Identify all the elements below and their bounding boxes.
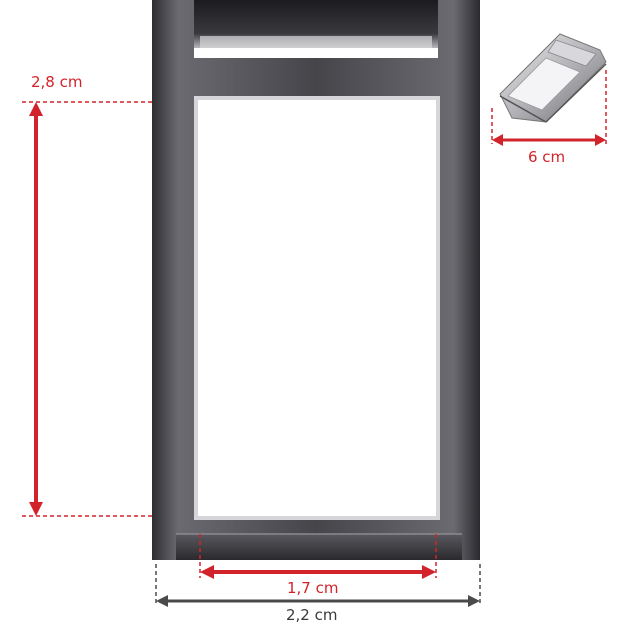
inner-width-label: 1,7 cm: [287, 579, 339, 597]
frame-body: [152, 0, 480, 560]
height-label: 2,8 cm: [31, 73, 83, 91]
thumbnail-length-label: 6 cm: [528, 148, 566, 166]
outer-width-label: 2,2 cm: [286, 606, 338, 624]
clip-top-highlight: [200, 36, 432, 48]
frame-bottom-band: [176, 534, 462, 560]
frame-inner-bevel: [194, 96, 440, 520]
frame-inner-window: [200, 102, 434, 514]
